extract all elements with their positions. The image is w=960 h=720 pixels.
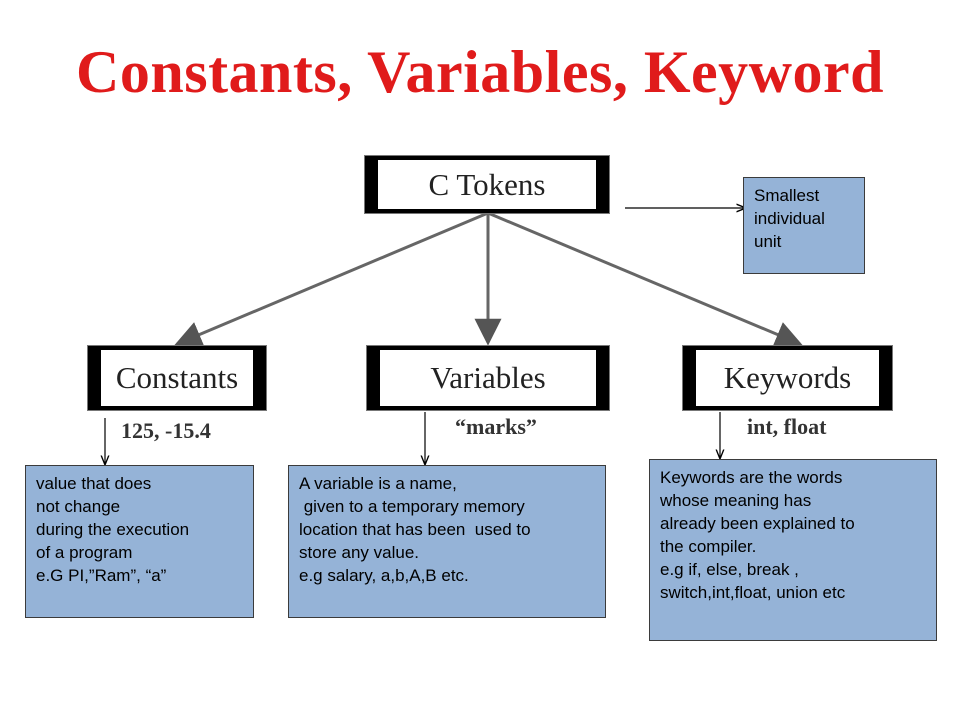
note-keywords-line-2: whose meaning has bbox=[660, 491, 812, 510]
note-variables-line-5: e.g salary, a,b,A,B etc. bbox=[299, 566, 469, 585]
keywords-example: int, float bbox=[747, 414, 827, 439]
note-variables: A variable is a name, given to a tempora… bbox=[288, 465, 606, 618]
node-constants: Constants bbox=[88, 346, 266, 410]
node-c-tokens-label: C Tokens bbox=[428, 166, 546, 202]
node-keywords-label: Keywords bbox=[723, 360, 852, 395]
note-variables-line-2: given to a temporary memory bbox=[299, 497, 525, 516]
note-keywords-line-4: the compiler. bbox=[660, 537, 757, 556]
variables-example: “marks” bbox=[455, 414, 537, 439]
node-c-tokens: C Tokens bbox=[365, 156, 609, 213]
constants-example: 125, -15.4 bbox=[121, 418, 211, 443]
node-variables: Variables bbox=[367, 346, 609, 410]
note-constants-line-2: not change bbox=[36, 497, 121, 516]
node-variables-label: Variables bbox=[430, 360, 546, 395]
note-keywords-line-6: switch,int,float, union etc bbox=[660, 583, 846, 602]
note-smallest-line-3: unit bbox=[754, 232, 782, 251]
note-constants-line-5: e.G PI,”Ram”, “a” bbox=[36, 566, 167, 585]
note-variables-line-1: A variable is a name, bbox=[299, 474, 457, 493]
node-keywords: Keywords bbox=[683, 346, 892, 410]
edge-root-keywords bbox=[487, 211, 803, 348]
note-constants-line-1: value that does bbox=[36, 474, 152, 493]
note-constants: value that does not change during the ex… bbox=[25, 465, 254, 618]
node-constants-label: Constants bbox=[115, 360, 239, 395]
note-keywords-line-1: Keywords are the words bbox=[660, 468, 843, 487]
note-constants-line-4: of a program bbox=[36, 543, 133, 562]
note-smallest-unit: Smallest individual unit bbox=[743, 177, 865, 274]
note-smallest-line-1: Smallest bbox=[754, 186, 820, 205]
note-variables-line-3: location that has been used to bbox=[299, 520, 531, 539]
slide-title: Constants, Variables, Keyword bbox=[76, 39, 884, 105]
note-keywords-line-3: already been explained to bbox=[660, 514, 855, 533]
note-keywords-line-5: e.g if, else, break , bbox=[660, 560, 799, 579]
edge-root-constants bbox=[174, 211, 489, 348]
note-variables-line-4: store any value. bbox=[299, 543, 420, 562]
note-constants-line-3: during the execution bbox=[36, 520, 190, 539]
note-smallest-line-2: individual bbox=[754, 209, 825, 228]
note-keywords: Keywords are the words whose meaning has… bbox=[649, 459, 937, 641]
